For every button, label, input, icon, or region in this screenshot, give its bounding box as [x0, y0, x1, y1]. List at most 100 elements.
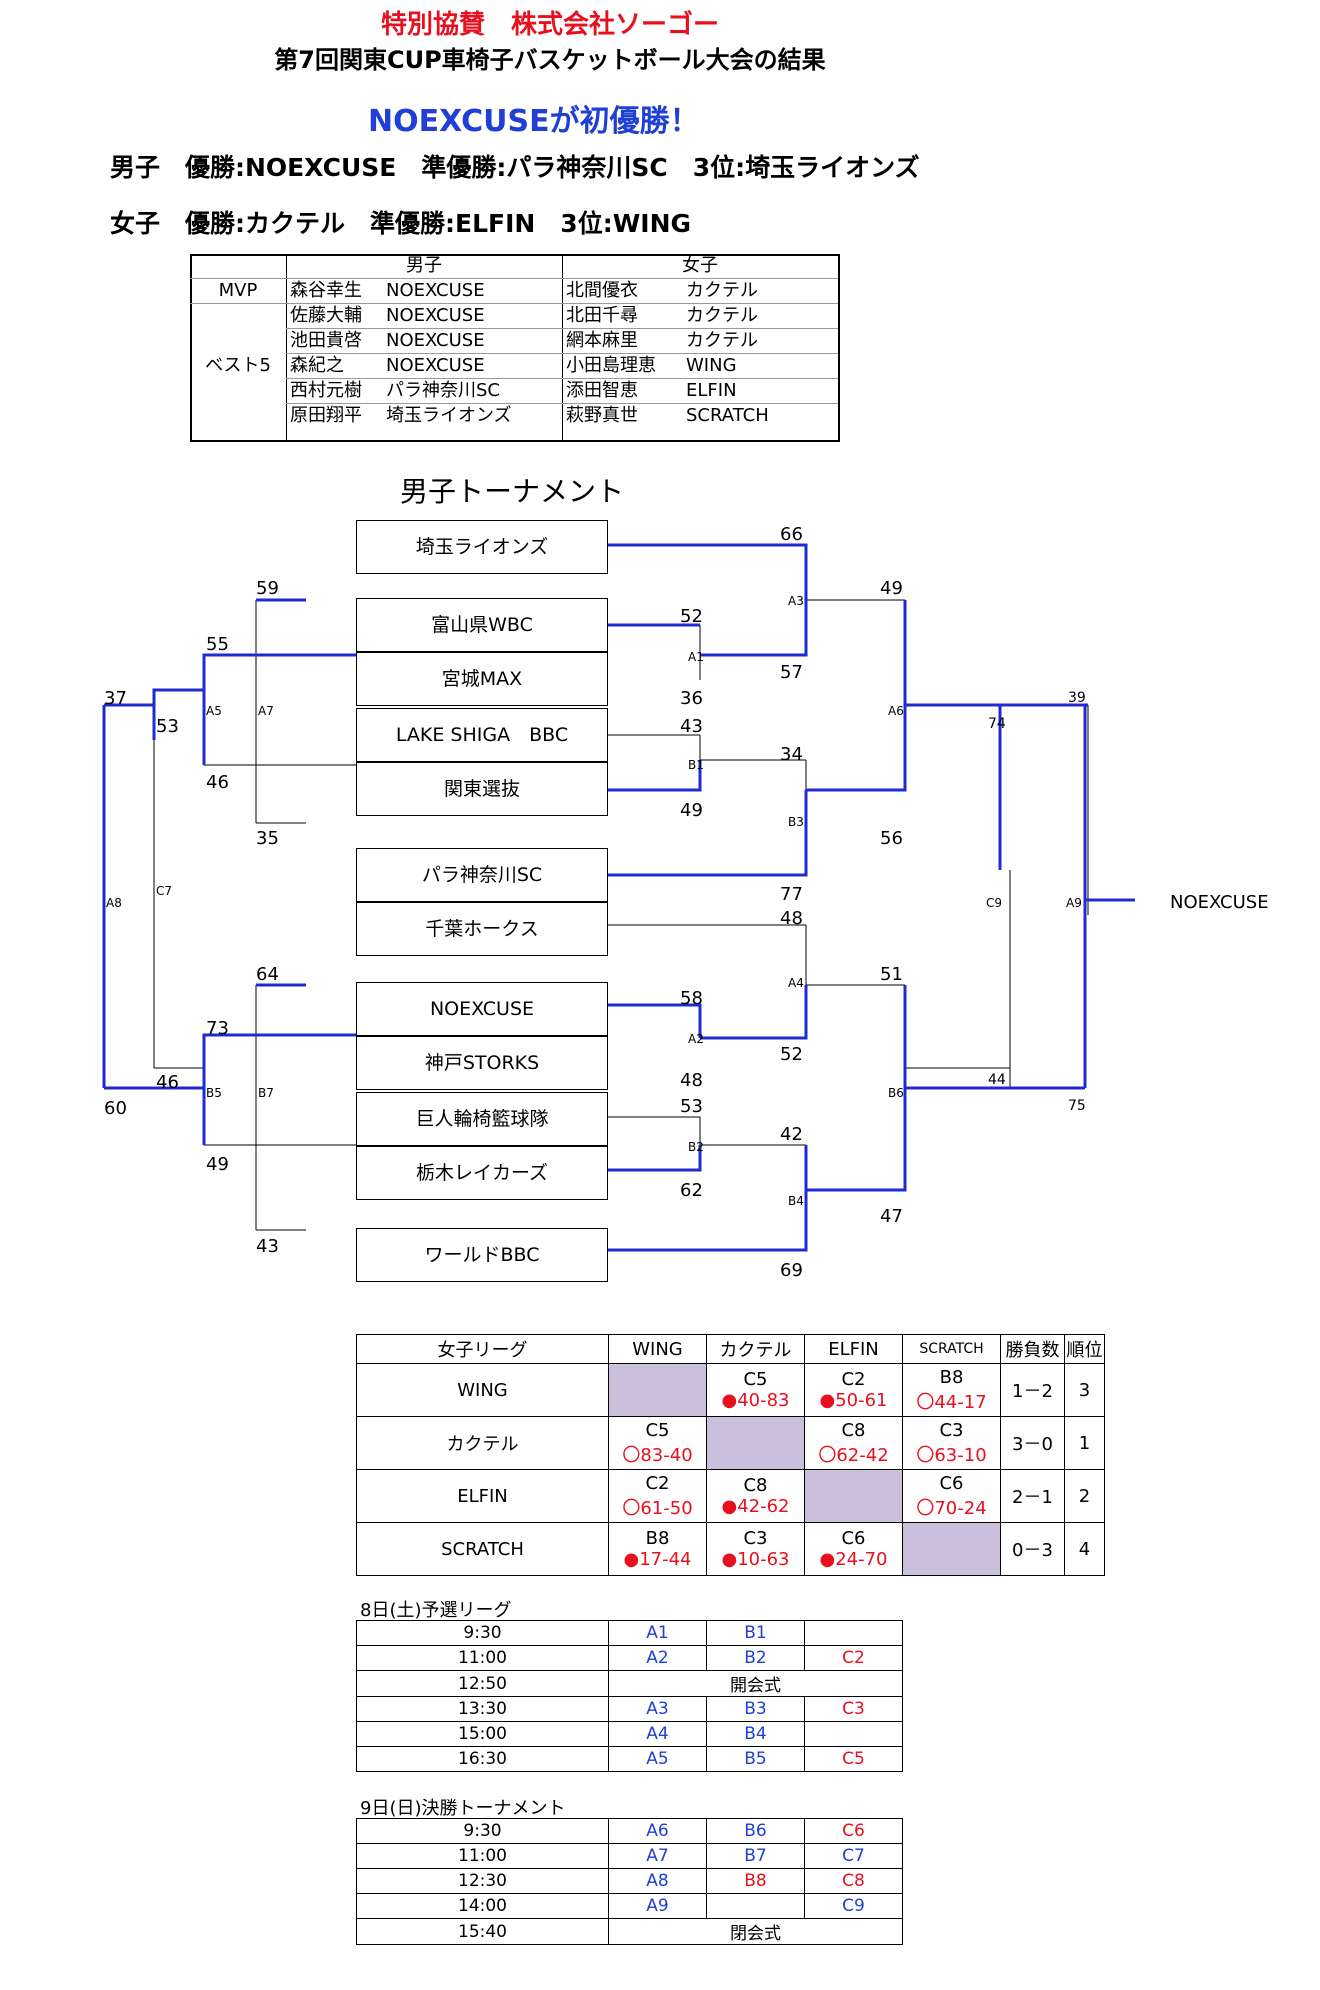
- award-name: 北田千尋: [562, 303, 682, 329]
- award-name: 網本麻里: [562, 328, 682, 354]
- sched-game: C2: [804, 1645, 903, 1671]
- sched-game: C3: [804, 1696, 903, 1722]
- game-label: B5: [206, 1086, 222, 1100]
- sched-game: A9: [608, 1893, 707, 1919]
- league-cell: C8●42-62: [706, 1469, 805, 1523]
- league-rank: 1: [1064, 1416, 1105, 1470]
- sched-event: 開会式: [608, 1670, 903, 1697]
- score: 44: [988, 1072, 1006, 1088]
- award-team: ELFIN: [682, 378, 838, 404]
- league-self-cell: [706, 1416, 805, 1470]
- sched-time: 11:00: [356, 1645, 609, 1671]
- league-rank: 3: [1064, 1363, 1105, 1417]
- team-box: 神戸STORKS: [356, 1036, 608, 1090]
- score: 52: [680, 606, 703, 627]
- sched-game: [804, 1721, 903, 1747]
- award-name: 北間優衣: [562, 278, 682, 304]
- headline: NOEXCUSEが初優勝！: [368, 104, 700, 139]
- game-label: A1: [688, 650, 704, 664]
- sched-game: A3: [608, 1696, 707, 1722]
- score: 59: [256, 578, 279, 599]
- event-title: 第7回関東CUP車椅子バスケットボール大会の結果: [274, 46, 826, 74]
- team-box: パラ神奈川SC: [356, 848, 608, 902]
- score: 43: [256, 1236, 279, 1257]
- score: 53: [680, 1096, 703, 1117]
- league-cell: C3●10-63: [706, 1522, 805, 1576]
- league-wl: 0－3: [1000, 1522, 1065, 1576]
- men-result: 男子 優勝:NOEXCUSE 準優勝:パラ神奈川SC 3位:埼玉ライオンズ: [110, 153, 920, 182]
- team-box: 巨人輪椅籃球隊: [356, 1092, 608, 1146]
- sched-game: C8: [804, 1868, 903, 1894]
- league-team: SCRATCH: [356, 1522, 609, 1576]
- sched-game: A8: [608, 1868, 707, 1894]
- sched-game: B5: [706, 1746, 805, 1772]
- team-box: 富山県WBC: [356, 598, 608, 652]
- game-label: A5: [206, 704, 222, 718]
- game-label: C7: [156, 884, 173, 898]
- score: 53: [156, 716, 179, 737]
- league-self-cell: [608, 1363, 707, 1417]
- sched-game: [804, 1620, 903, 1646]
- women-result: 女子 優勝:カクテル 準優勝:ELFIN 3位:WING: [110, 209, 692, 238]
- game-label: A9: [1066, 896, 1082, 910]
- sched-time: 12:50: [356, 1670, 609, 1697]
- awards-women-header: 女子: [682, 255, 718, 276]
- award-team: 埼玉ライオンズ: [382, 403, 562, 428]
- score: 35: [256, 828, 279, 849]
- sched-time: 9:30: [356, 1818, 609, 1844]
- game-label: B1: [688, 758, 704, 772]
- score: 56: [880, 828, 903, 849]
- score: 64: [256, 964, 279, 985]
- league-rank: 4: [1064, 1522, 1105, 1576]
- game-label: B2: [688, 1140, 704, 1154]
- award-team: NOEXCUSE: [382, 353, 562, 379]
- game-label: A2: [688, 1032, 704, 1046]
- sched-time: 14:00: [356, 1893, 609, 1919]
- team-box: NOEXCUSE: [356, 982, 608, 1036]
- league-team: ELFIN: [356, 1469, 609, 1523]
- sponsor-line: 特別協賛 株式会社ソーゴー: [380, 10, 719, 40]
- schedule-day1-title: 8日(土)予選リーグ: [360, 1600, 512, 1621]
- score: 42: [780, 1124, 803, 1145]
- sched-game: [706, 1893, 805, 1919]
- score: 77: [780, 884, 803, 905]
- team-box: ワールドBBC: [356, 1228, 608, 1282]
- award-name: 森谷幸生: [286, 278, 382, 304]
- score: 62: [680, 1180, 703, 1201]
- award-name: 池田貴啓: [286, 328, 382, 354]
- game-label: A3: [788, 594, 804, 608]
- league-header: ELFIN: [804, 1334, 903, 1364]
- score: 69: [780, 1260, 803, 1281]
- score: 52: [780, 1044, 803, 1065]
- award-team: WING: [682, 353, 838, 379]
- womens-league-table: 女子リーグ WING カクテル ELFIN SCRATCH 勝負数 順位 WIN…: [356, 1334, 1105, 1576]
- sched-game: C5: [804, 1746, 903, 1772]
- awards-men-header: 男子: [406, 255, 442, 276]
- score: 48: [780, 908, 803, 929]
- award-name: 原田翔平: [286, 403, 382, 428]
- league-cell: C5●40-83: [706, 1363, 805, 1417]
- team-box: 宮城MAX: [356, 652, 608, 706]
- sched-game: A2: [608, 1645, 707, 1671]
- score: 58: [680, 988, 703, 1009]
- award-name: 佐藤大輔: [286, 303, 382, 329]
- sched-game: A7: [608, 1843, 707, 1869]
- league-wl: 1－2: [1000, 1363, 1065, 1417]
- game-label: A4: [788, 976, 804, 990]
- score: 49: [880, 578, 903, 599]
- sched-time: 13:30: [356, 1696, 609, 1722]
- game-label: A7: [258, 704, 274, 718]
- award-team: NOEXCUSE: [382, 303, 562, 329]
- award-name: 添田智恵: [562, 378, 682, 404]
- award-name: 森紀之: [286, 353, 382, 379]
- game-label: A8: [106, 896, 122, 910]
- schedule-day2-title: 9日(日)決勝トーナメント: [360, 1798, 566, 1819]
- sched-game: A6: [608, 1818, 707, 1844]
- best5-label: ベスト5: [190, 303, 286, 428]
- league-wl: 2－1: [1000, 1469, 1065, 1523]
